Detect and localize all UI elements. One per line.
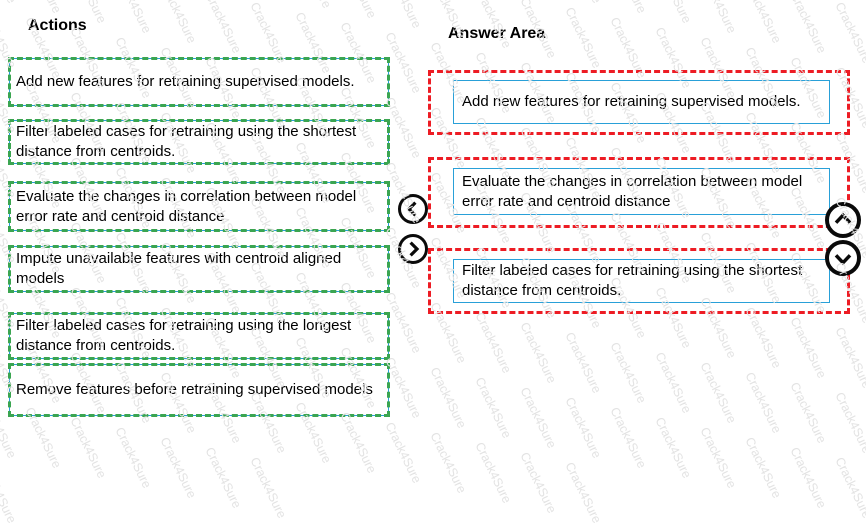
watermark-text: Crack4Sure (562, 395, 604, 460)
watermark-text: Crack4Sure (697, 425, 739, 490)
watermark-text: Crack4Sure (562, 460, 604, 525)
watermark-text: Crack4Sure (157, 435, 199, 500)
watermark-text: Crack4Sure (337, 410, 379, 475)
watermark-text: Crack4Sure (472, 310, 514, 375)
watermark-text: Crack4Sure (652, 350, 694, 415)
action-item-label: Add new features for retraining supervis… (16, 72, 355, 92)
watermark-text: Crack4Sure (832, 0, 866, 65)
watermark-text: Crack4Sure (562, 5, 604, 70)
action-item[interactable]: Filter labeled cases for retraining usin… (9, 313, 389, 359)
watermark-text: Crack4Sure (562, 0, 604, 5)
answer-area-heading: Answer Area (448, 25, 545, 43)
move-left-button[interactable] (398, 194, 428, 224)
action-item-label: Remove features before retraining superv… (16, 380, 373, 400)
chevron-up-icon (829, 206, 857, 234)
watermark-text: Crack4Sure (22, 0, 64, 15)
answer-item-label: Add new features for retraining supervis… (462, 92, 801, 112)
answer-item[interactable]: Evaluate the changes in correlation betw… (453, 168, 830, 215)
answer-drop-slot[interactable]: Add new features for retraining supervis… (428, 70, 850, 135)
action-item-label: Evaluate the changes in correlation betw… (16, 187, 382, 227)
action-item[interactable]: Evaluate the changes in correlation betw… (9, 182, 389, 231)
watermark-text: Crack4Sure (112, 425, 154, 490)
watermark-text: Crack4Sure (697, 0, 739, 35)
move-down-button[interactable] (825, 240, 861, 276)
watermark-text: Crack4Sure (787, 445, 829, 510)
chevron-right-icon (401, 237, 425, 261)
watermark-text: Crack4Sure (562, 330, 604, 395)
answer-item-label: Evaluate the changes in correlation betw… (462, 172, 821, 212)
watermark-text: Crack4Sure (652, 0, 694, 25)
watermark-text: Crack4Sure (247, 455, 289, 520)
action-item[interactable]: Impute unavailable features with centroi… (9, 246, 389, 292)
watermark-text: Crack4Sure (382, 0, 424, 30)
watermark-text: Crack4Sure (832, 455, 866, 520)
answer-item-label: Filter labeled cases for retraining usin… (462, 261, 821, 301)
watermark-text: Crack4Sure (607, 0, 649, 15)
chevron-down-icon (829, 244, 857, 272)
actions-heading: Actions (28, 17, 87, 35)
watermark-text: Crack4Sure (427, 430, 469, 495)
watermark-text: Crack4Sure (787, 0, 829, 55)
chevron-left-icon (401, 197, 425, 221)
action-item-label: Impute unavailable features with centroi… (16, 249, 382, 289)
watermark-text: Crack4Sure (337, 0, 379, 20)
answer-drop-slot[interactable]: Evaluate the changes in correlation betw… (428, 157, 850, 228)
watermark-text: Crack4Sure (202, 0, 244, 55)
watermark-text: Crack4Sure (832, 390, 866, 455)
move-right-button[interactable] (398, 234, 428, 264)
watermark-text: Crack4Sure (292, 0, 334, 10)
action-item[interactable]: Filter labeled cases for retraining usin… (9, 120, 389, 164)
watermark-text: Crack4Sure (697, 360, 739, 425)
answer-drop-slot[interactable]: Filter labeled cases for retraining usin… (428, 248, 850, 314)
action-item-label: Filter labeled cases for retraining usin… (16, 316, 382, 356)
watermark-text: Crack4Sure (157, 0, 199, 45)
watermark-text: Crack4Sure (472, 440, 514, 505)
watermark-text: Crack4Sure (832, 325, 866, 390)
watermark-text: Crack4Sure (67, 415, 109, 480)
watermark-text: Crack4Sure (382, 420, 424, 485)
watermark-text: Crack4Sure (517, 450, 559, 515)
watermark-text: Crack4Sure (742, 370, 784, 435)
action-item[interactable]: Remove features before retraining superv… (9, 364, 389, 416)
watermark-text: Crack4Sure (0, 0, 19, 5)
action-item[interactable]: Add new features for retraining supervis… (9, 58, 389, 106)
watermark-text: Crack4Sure (742, 0, 784, 45)
watermark-text: Crack4Sure (0, 460, 19, 525)
action-item-label: Filter labeled cases for retraining usin… (16, 122, 382, 162)
watermark-text: Crack4Sure (427, 365, 469, 430)
answer-item[interactable]: Filter labeled cases for retraining usin… (453, 259, 830, 303)
watermark-text: Crack4Sure (652, 415, 694, 480)
watermark-text: Crack4Sure (247, 0, 289, 65)
watermark-text: Crack4Sure (607, 405, 649, 470)
watermark-text: Crack4Sure (517, 385, 559, 450)
watermark-text: Crack4Sure (787, 315, 829, 380)
watermark-text: Crack4Sure (202, 445, 244, 510)
answer-item[interactable]: Add new features for retraining supervis… (453, 80, 830, 124)
watermark-text: Crack4Sure (112, 0, 154, 35)
watermark-text: Crack4Sure (787, 380, 829, 445)
watermark-text: Crack4Sure (517, 320, 559, 385)
watermark-text: Crack4Sure (742, 435, 784, 500)
watermark-text: Crack4Sure (607, 340, 649, 405)
watermark-text: Crack4Sure (742, 305, 784, 370)
move-up-button[interactable] (825, 202, 861, 238)
question-canvas: Actions Answer Area Add new features for… (0, 0, 866, 431)
